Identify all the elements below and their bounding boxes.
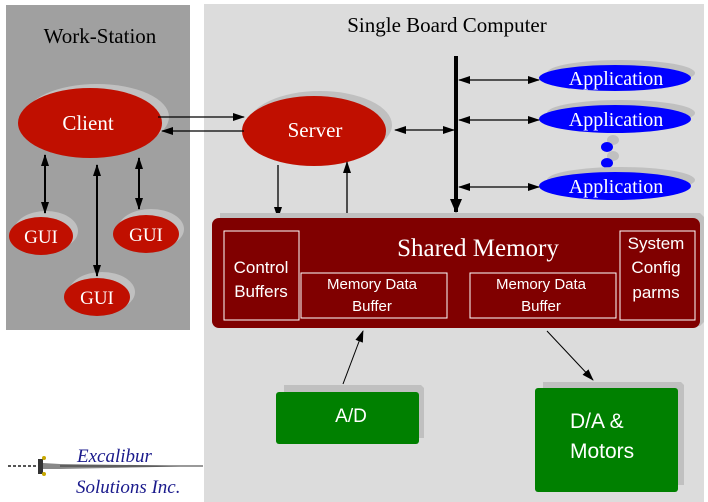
control-buffers-box[interactable]: Control Buffers [223, 230, 300, 321]
control-buffers-label-line2: Buffers [234, 282, 288, 301]
memory-data-buffer-box[interactable]: Memory Data Buffer [300, 272, 448, 319]
da-label-line2: Motors [570, 440, 634, 463]
ad-label: A/D [335, 406, 367, 427]
logo-line1: Excalibur [76, 446, 153, 467]
logo-line2: Solutions Inc. [76, 477, 181, 498]
memory-buffer-label-line1: Memory Data [327, 276, 418, 293]
application-label: Application [569, 176, 663, 198]
gui-node[interactable]: GUI [9, 211, 78, 255]
da-motors-block[interactable]: D/A & Motors [535, 382, 684, 492]
gui-label: GUI [80, 288, 114, 309]
ad-to-memory-arrow [342, 330, 364, 385]
server-node[interactable]: Server [242, 91, 392, 166]
client-label: Client [62, 111, 113, 135]
gui-label: GUI [129, 225, 163, 246]
gui-label: GUI [24, 227, 58, 248]
sword-icon [8, 456, 203, 476]
application-node[interactable]: Application [539, 167, 695, 200]
memory-to-da-arrow [546, 330, 594, 381]
system-config-label-line1: System [628, 234, 685, 253]
da-label-line1: D/A & [570, 410, 624, 433]
system-config-label-line2: Config [631, 258, 680, 277]
application-node[interactable]: Application [539, 60, 695, 91]
application-label: Application [569, 109, 663, 131]
memory-buffer-label-line2: Buffer [521, 298, 561, 315]
server-label: Server [288, 118, 343, 142]
shared-memory-block[interactable]: Shared Memory Control Buffers Memory Dat… [212, 213, 704, 328]
system-config-label-line3: parms [632, 283, 679, 302]
company-logo: Excalibur Solutions Inc. [8, 446, 203, 498]
gui-node[interactable]: GUI [113, 209, 184, 253]
sbc-title: Single Board Computer [347, 13, 546, 37]
application-label: Application [569, 68, 663, 90]
memory-data-buffer-box[interactable]: Memory Data Buffer [469, 272, 617, 319]
memory-buffer-label-line1: Memory Data [496, 276, 587, 293]
ellipsis-dots [601, 135, 619, 168]
client-node[interactable]: Client [18, 84, 169, 158]
memory-buffer-label-line2: Buffer [352, 298, 392, 315]
application-node[interactable]: Application [539, 100, 695, 133]
control-buffers-label-line1: Control [234, 258, 289, 277]
workstation-title: Work-Station [44, 24, 157, 48]
shared-memory-title: Shared Memory [397, 235, 559, 262]
gui-node[interactable]: GUI [64, 272, 135, 316]
ad-block[interactable]: A/D [276, 385, 424, 444]
system-config-box[interactable]: System Config parms [619, 230, 696, 321]
